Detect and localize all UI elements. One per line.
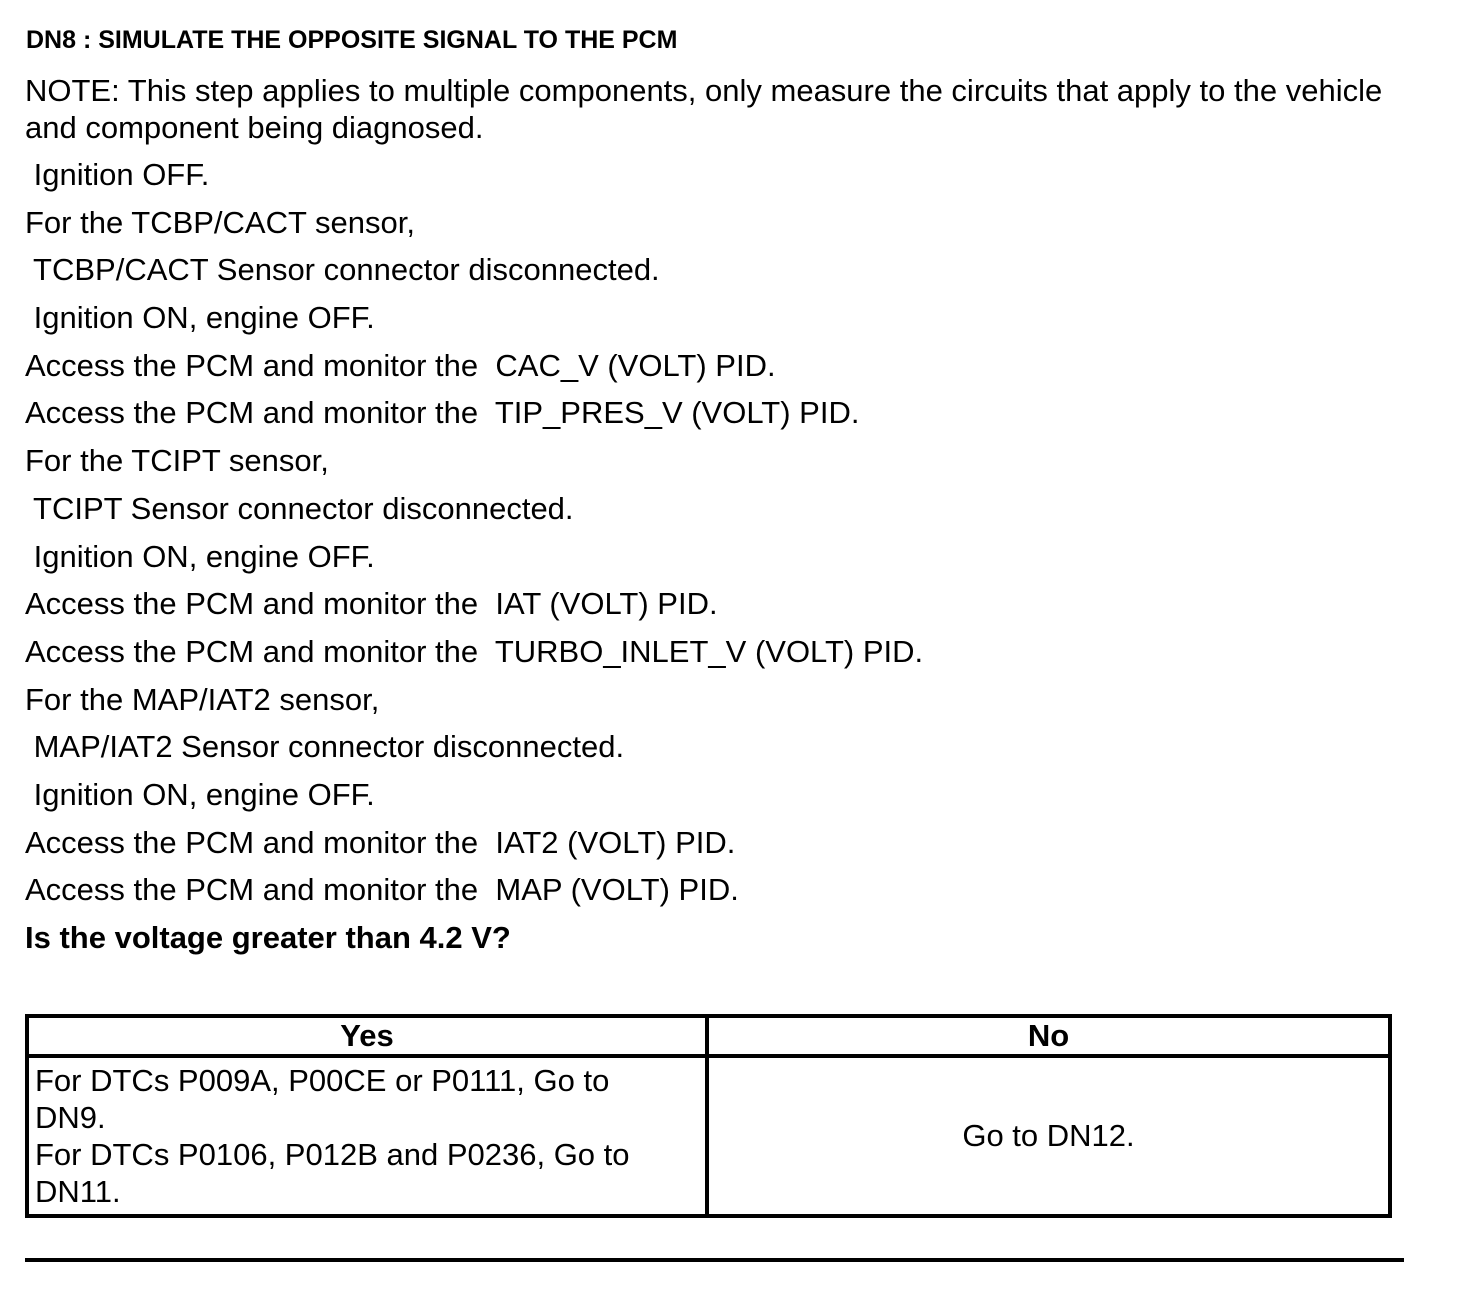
yes-cell-line: For DTCs P0106, P012B and P0236, Go to [35, 1137, 630, 1172]
step-line: TCBP/CACT Sensor connector disconnected. [25, 252, 660, 288]
no-cell: Go to DN12. [705, 1054, 1392, 1218]
step-line: Access the PCM and monitor the MAP (VOLT… [25, 872, 739, 908]
step-line: Access the PCM and monitor the TIP_PRES_… [25, 395, 860, 431]
bottom-divider [25, 1258, 1404, 1262]
step-line: For the MAP/IAT2 sensor, [25, 681, 380, 717]
step-line: Ignition ON, engine OFF. [25, 776, 375, 812]
step-line: Access the PCM and monitor the IAT (VOLT… [25, 586, 718, 622]
step-line: For the TCIPT sensor, [25, 443, 329, 479]
step-line: Access the PCM and monitor the IAT2 (VOL… [25, 824, 736, 860]
question-text: Is the voltage greater than 4.2 V? [25, 920, 511, 955]
yes-cell: For DTCs P009A, P00CE or P0111, Go to DN… [25, 1054, 709, 1218]
step-line: Access the PCM and monitor the CAC_V (VO… [25, 347, 776, 383]
table-header-row: Yes No [25, 1014, 1392, 1058]
step-line: Ignition ON, engine OFF. [25, 538, 375, 574]
step-heading: DN8 : SIMULATE THE OPPOSITE SIGNAL TO TH… [26, 26, 678, 54]
result-table: Yes No For DTCs P009A, P00CE or P0111, G… [25, 1014, 1392, 1218]
yes-cell-line: DN11. [35, 1174, 121, 1209]
step-list: Ignition OFF. For the TCBP/CACT sensor, … [25, 155, 1425, 958]
step-line: TCIPT Sensor connector disconnected. [25, 490, 574, 526]
yes-header: Yes [25, 1014, 709, 1058]
table-row: For DTCs P009A, P00CE or P0111, Go to DN… [25, 1054, 1392, 1218]
yes-cell-line: DN9. [35, 1100, 106, 1135]
step-line: Access the PCM and monitor the TURBO_INL… [25, 633, 924, 669]
note-text: NOTE: This step applies to multiple comp… [25, 73, 1383, 145]
step-line: For the TCBP/CACT sensor, [25, 204, 415, 240]
step-line: MAP/IAT2 Sensor connector disconnected. [25, 729, 625, 765]
yes-cell-line: For DTCs P009A, P00CE or P0111, Go to [35, 1063, 610, 1098]
step-line: Ignition OFF. [25, 157, 210, 192]
no-header: No [705, 1014, 1392, 1058]
step-line: Ignition ON, engine OFF. [25, 300, 375, 336]
